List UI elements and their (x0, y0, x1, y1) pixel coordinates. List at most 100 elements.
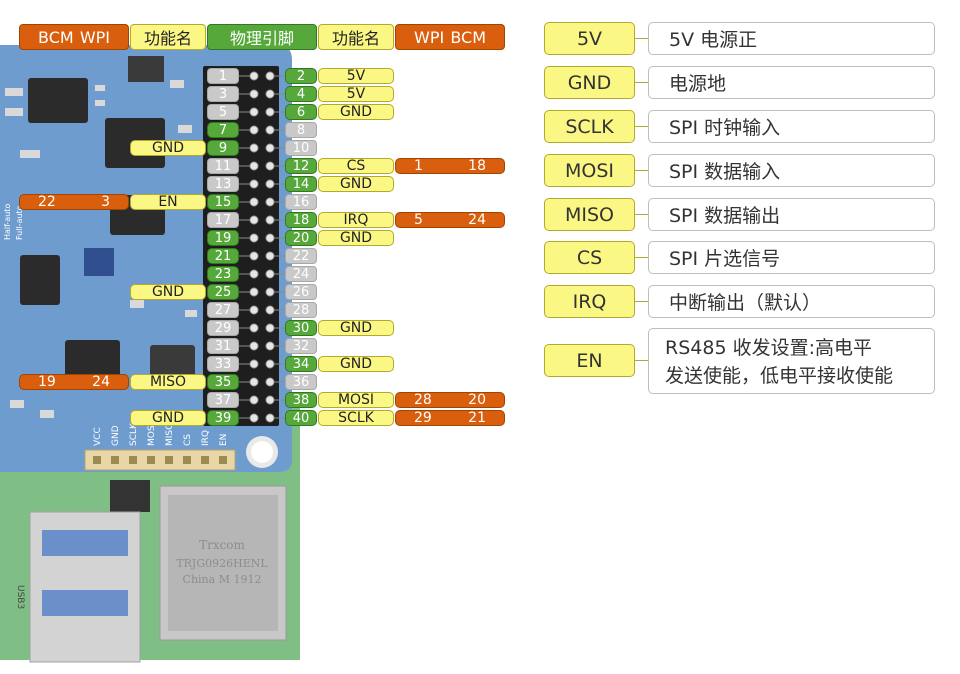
header-pin-35 (249, 377, 259, 387)
header-func-left: 功能名 (130, 24, 206, 50)
pin-4-func: 5V (318, 86, 394, 102)
legend-key-3: MOSI (544, 154, 635, 187)
pin-18-wpi-bcm-b: 24 (468, 212, 486, 228)
header-pin-33 (249, 359, 259, 369)
header-pin-40 (265, 413, 275, 423)
pin-40-wpi-bcm-a: 29 (414, 410, 432, 426)
legend-connector (635, 214, 648, 215)
header-pin-3 (249, 89, 259, 99)
header-pins (249, 71, 275, 423)
pin-2: 2 (285, 68, 317, 84)
legend-key-1: GND (544, 66, 635, 99)
pin-40-wpi-bcm-b: 21 (468, 410, 486, 426)
header-pin-31 (249, 341, 259, 351)
header-pin-22 (265, 251, 275, 261)
legend-desc-3: SPI 数据输入 (648, 154, 935, 187)
pin-39: 39 (207, 410, 239, 426)
pin-35-func: MISO (130, 374, 206, 390)
legend-connector (635, 301, 648, 302)
header-pin-13 (249, 179, 259, 189)
legend-connector (635, 82, 648, 83)
pin-23: 23 (207, 266, 239, 282)
pin-39-func: GND (130, 410, 206, 426)
header-bcm-wpi-left: BCM WPI (19, 24, 129, 50)
pin-40-wpi-bcm: 29 21 (395, 410, 505, 426)
legend-connector (635, 257, 648, 258)
pin-16: 16 (285, 194, 317, 210)
header-pin-20 (265, 233, 275, 243)
pin-25-func: GND (130, 284, 206, 300)
header-pin-28 (265, 305, 275, 315)
pin-15: 15 (207, 194, 239, 210)
pin-35-bcm-wpi-a: 19 (38, 374, 56, 390)
pin-4: 4 (285, 86, 317, 102)
dip-switch (84, 248, 114, 276)
pin-17: 17 (207, 212, 239, 228)
pin-40-func: SCLK (318, 410, 394, 426)
pin-6-func: GND (318, 104, 394, 120)
chip (128, 56, 164, 82)
gpio-header (203, 66, 279, 426)
pin-11: 11 (207, 158, 239, 174)
pin-2-func: 5V (318, 68, 394, 84)
header-pin-15 (249, 197, 259, 207)
pin-35-bcm-wpi-b: 24 (92, 374, 110, 390)
header-pin-23 (249, 269, 259, 279)
pin-5: 5 (207, 104, 239, 120)
header-pin-27 (249, 305, 259, 315)
header-pin-5 (249, 107, 259, 117)
legend-desc-line-1: RS485 收发设置:高电平 (665, 337, 872, 359)
legend-desc-5: SPI 片选信号 (648, 241, 935, 274)
legend-connector (635, 38, 648, 39)
legend-key-0: 5V (544, 22, 635, 55)
pin-12-wpi-bcm: 1 18 (395, 158, 505, 174)
pin-12-wpi-bcm-a: 1 (414, 158, 423, 174)
silk-label-0: VCC (93, 427, 103, 446)
pin-3: 3 (207, 86, 239, 102)
header-wpi-bcm-right: WPI BCM (395, 24, 505, 50)
pin-35: 35 (207, 374, 239, 390)
io-header (84, 449, 236, 471)
header-wpi-right: WPI (414, 27, 445, 47)
pin-31: 31 (207, 338, 239, 354)
header-pin-26 (265, 287, 275, 297)
header-pin-1 (249, 71, 259, 81)
pin-38-wpi-bcm-b: 20 (468, 392, 486, 408)
switch-label-half: Half-auto (3, 203, 12, 240)
silk-label-3: MOSI (147, 423, 157, 446)
silk-label-6: IRQ (201, 430, 211, 446)
pin-15-bcm-wpi-a: 22 (38, 194, 56, 210)
inductor (110, 480, 150, 512)
legend-key-6: IRQ (544, 285, 635, 318)
pin-28: 28 (285, 302, 317, 318)
pin-30: 30 (285, 320, 317, 336)
pin-15-func: EN (130, 194, 206, 210)
pin-15-bcm-wpi-b: 3 (101, 194, 110, 210)
pin-18-wpi-bcm-a: 5 (414, 212, 423, 228)
pin-20: 20 (285, 230, 317, 246)
pin-1: 1 (207, 68, 239, 84)
legend-connector (635, 360, 648, 361)
pin-13: 13 (207, 176, 239, 192)
header-pin-16 (265, 197, 275, 207)
legend-desc-7: RS485 收发设置:高电平发送使能，低电平接收使能 (648, 328, 935, 394)
header-physical: 物理引脚 (207, 24, 317, 50)
header-pin-18 (265, 215, 275, 225)
pin-27: 27 (207, 302, 239, 318)
header-pin-11 (249, 161, 259, 171)
pin-8: 8 (285, 122, 317, 138)
pin-6: 6 (285, 104, 317, 120)
pin-18-func: IRQ (318, 212, 394, 228)
legend-connector (635, 170, 648, 171)
legend-key-2: SCLK (544, 110, 635, 143)
pin-29: 29 (207, 320, 239, 336)
header-pin-36 (265, 377, 275, 387)
pin-37: 37 (207, 392, 239, 408)
header-wpi-left: WPI (79, 27, 110, 47)
pin-7: 7 (207, 122, 239, 138)
pin-14-func: GND (318, 176, 394, 192)
pin-12-wpi-bcm-b: 18 (468, 158, 486, 174)
switch-label-full: Full-auto (15, 205, 24, 240)
